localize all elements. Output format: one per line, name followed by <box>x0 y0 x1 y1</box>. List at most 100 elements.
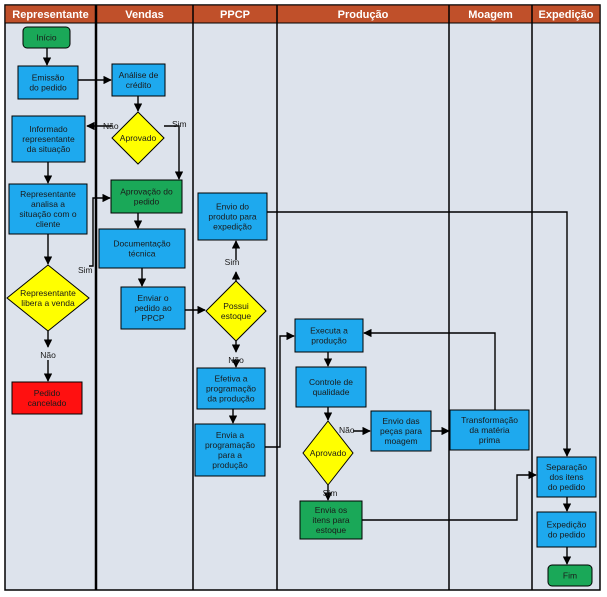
node-label-line: do pedido <box>548 530 586 540</box>
edge-rep-libera-sim-aprovacao <box>89 193 111 267</box>
process-shape <box>536 456 597 498</box>
node-inicio: Início <box>22 26 71 49</box>
node-label-line: cliente <box>36 219 61 229</box>
node-label-line: Expedição <box>547 520 587 530</box>
node-label-line: expedição <box>213 222 252 232</box>
node-label-line: Início <box>36 33 57 43</box>
process-shape <box>449 409 530 451</box>
terminal-shape <box>299 500 363 540</box>
edge-label-sim-aprovado-producao: Sim <box>323 488 338 498</box>
node-label-line: Envio das <box>382 416 419 426</box>
lane-title-producao: Produção <box>338 9 389 21</box>
node-label-line: Possui <box>223 301 249 311</box>
process-shape <box>536 511 597 548</box>
node-label-line: da situação <box>27 144 71 154</box>
edge-transformacao-executa <box>363 328 496 410</box>
decision-shape <box>111 111 165 165</box>
node-label-line: Pedido <box>34 388 61 398</box>
edge-label-nao-possui-estoque: Não <box>228 355 244 365</box>
node-label-line: Documentação <box>113 239 170 249</box>
node-label-line: Aprovado <box>120 133 157 143</box>
node-label-line: Envio do <box>216 202 249 212</box>
node-fim: Fim <box>547 564 593 587</box>
process-shape <box>120 286 186 330</box>
node-label-line: produto para <box>208 212 256 222</box>
node-label-line: peças para <box>380 426 422 436</box>
edge-label-sim-possui-estoque: Sim <box>225 257 240 267</box>
node-label-line: Transformação <box>461 415 518 425</box>
node-aprovado-producao: Aprovado <box>302 420 354 486</box>
node-aprovado-vendas: Aprovado <box>111 111 165 165</box>
node-label-line: programação <box>206 384 256 394</box>
lane-title-expedicao: Expedição <box>538 9 593 21</box>
node-label-line: analisa a <box>31 199 65 209</box>
process-shape <box>111 63 166 97</box>
process-shape <box>8 183 88 235</box>
node-label-line: Fim <box>563 571 577 581</box>
node-label-line: Representante <box>20 189 76 199</box>
lane-title-ppcp: PPCP <box>220 9 250 21</box>
node-label-line: do pedido <box>548 482 586 492</box>
terminal-shape <box>110 179 183 214</box>
edge-label-nao-aprovado-producao: Não <box>339 425 355 435</box>
node-label-line: da matéria <box>469 425 509 435</box>
lane-title-representante: Representante <box>12 9 88 21</box>
edge-envio-produto-separacao <box>267 211 572 457</box>
edge-label-sim-rep-libera: Sim <box>78 265 93 275</box>
edge-envia-prog-executa <box>265 331 295 448</box>
node-label-line: Controle de <box>309 377 353 387</box>
node-label-line: Efetiva a <box>214 374 247 384</box>
node-label-line: estoque <box>316 525 347 535</box>
node-label-line: pedido ao <box>134 303 172 313</box>
node-label-line: programação <box>205 440 255 450</box>
node-label-line: Informado <box>29 124 68 134</box>
decision-shape <box>205 280 267 342</box>
node-label-line: para a <box>218 450 242 460</box>
edge-label-sim-aprovado-vendas: Sim <box>172 119 187 129</box>
cancel-shape <box>11 381 83 415</box>
node-label-line: representante <box>22 134 75 144</box>
node-label-line: moagem <box>384 436 417 446</box>
edge-itens-separacao <box>362 470 537 521</box>
node-label-line: Envia os <box>315 505 348 515</box>
decision-shape <box>302 420 354 486</box>
process-shape <box>370 410 432 452</box>
process-shape <box>295 366 367 408</box>
node-label-line: do pedido <box>29 83 67 93</box>
node-label-line: da produção <box>207 394 255 404</box>
node-label-line: Envia a <box>216 430 245 440</box>
node-label-line: técnica <box>129 249 156 259</box>
node-label-line: produção <box>212 460 248 470</box>
lane-title-moagem: Moagem <box>468 9 513 21</box>
node-label-line: prima <box>479 435 501 445</box>
node-label-line: situação com o <box>19 209 76 219</box>
lane-title-vendas: Vendas <box>125 9 164 21</box>
edge-label-nao-aprovado-vendas: Não <box>103 121 119 131</box>
node-label-line: Representante <box>20 288 76 298</box>
node-label-line: Aprovação do <box>120 187 173 197</box>
node-label-line: produção <box>311 336 347 346</box>
process-shape <box>194 423 266 477</box>
edge-label-nao-rep-libera: Não <box>40 350 56 360</box>
terminal-shape <box>547 564 593 587</box>
process-shape <box>98 228 186 269</box>
